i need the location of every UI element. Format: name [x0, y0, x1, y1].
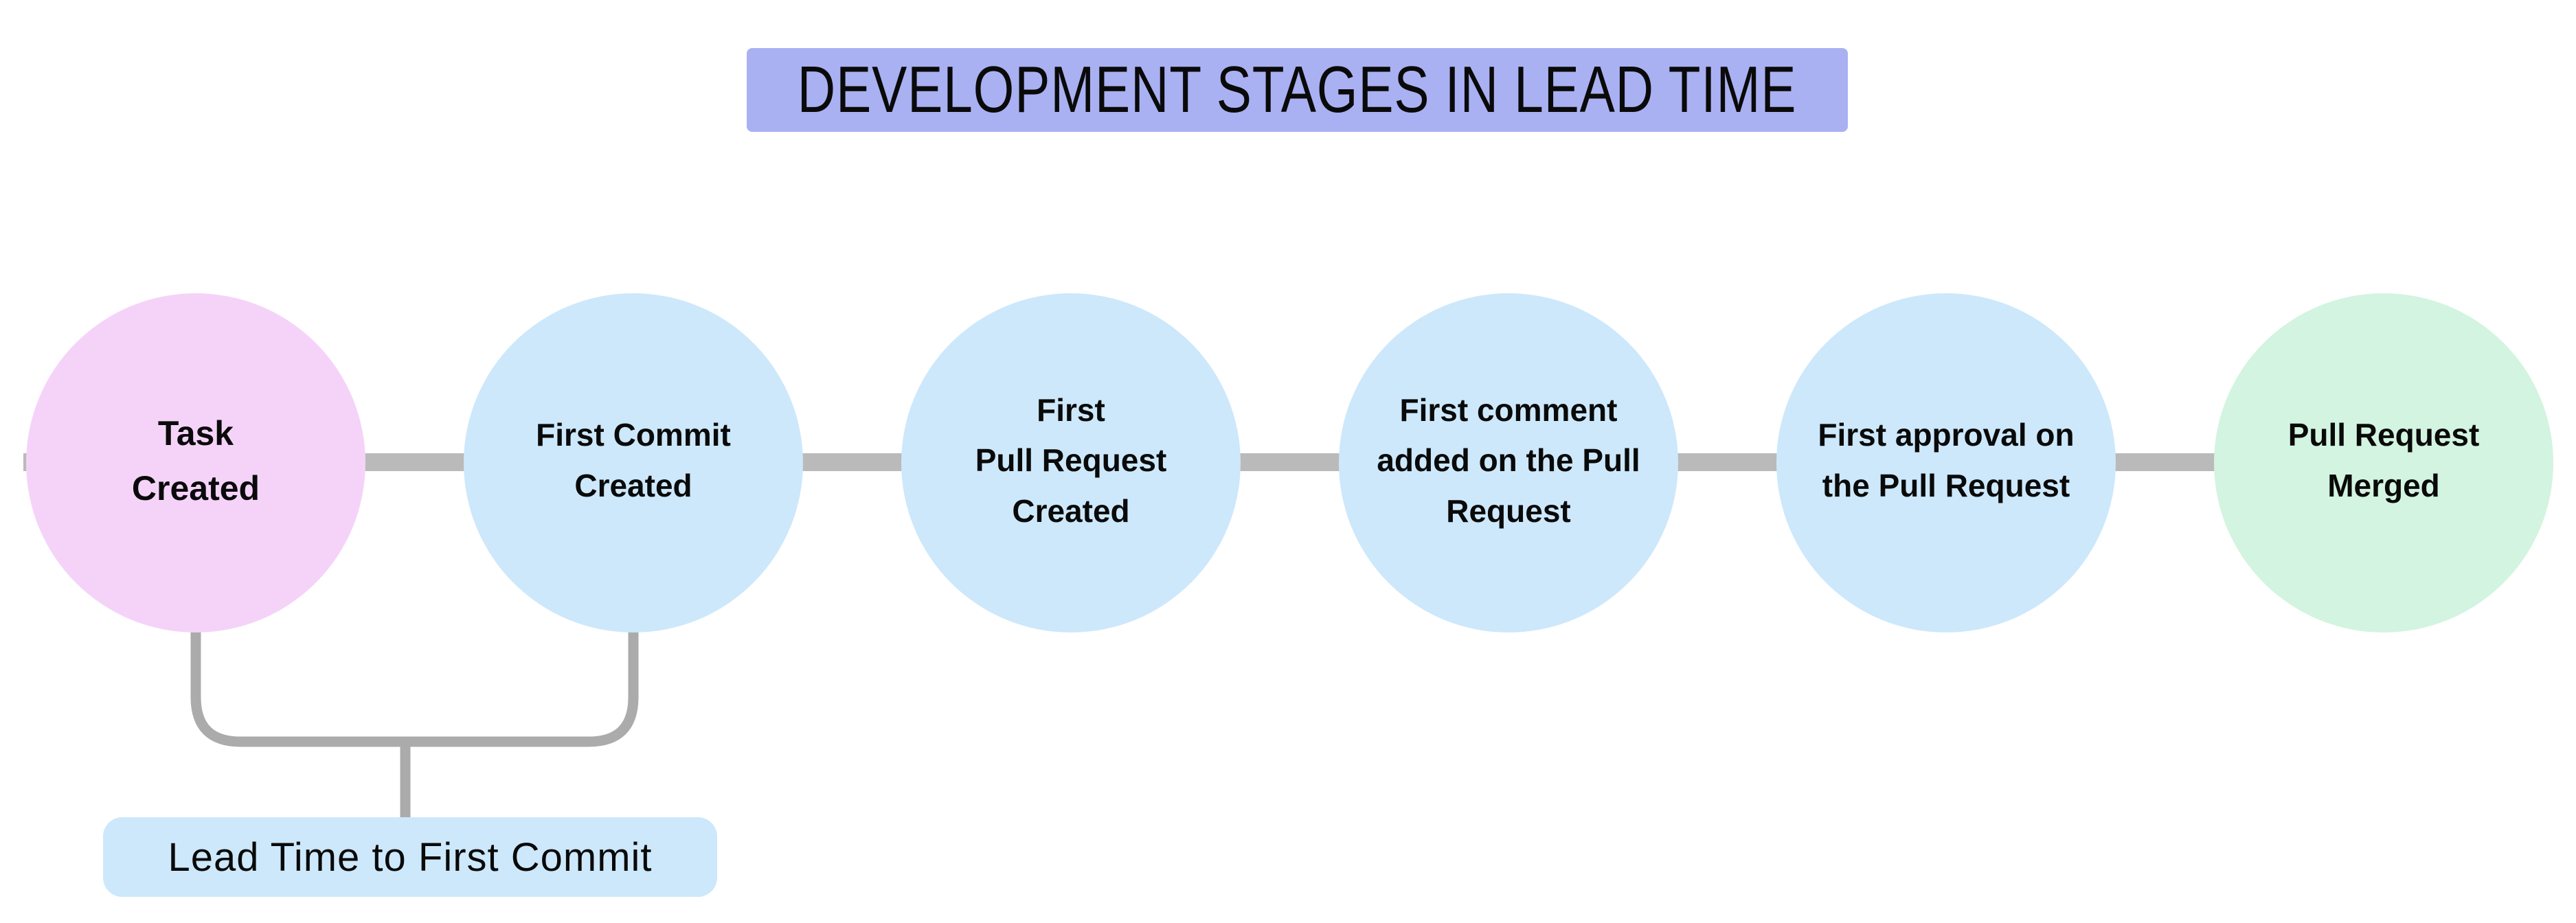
stage-node-task-created: Task Created: [26, 293, 365, 633]
stage-node-pull-request-merged: Pull Request Merged: [2214, 293, 2553, 633]
stage-node-first-comment-added: First comment added on the Pull Request: [1339, 293, 1678, 633]
stage-label: First comment added on the Pull Request: [1377, 391, 1640, 529]
lead-time-annotation-label: Lead Time to First Commit: [168, 834, 653, 880]
diagram-title-banner: DEVELOPMENT STAGES IN LEAD TIME: [747, 48, 1848, 132]
lead-time-annotation: Lead Time to First Commit: [103, 817, 717, 897]
stage-node-first-pull-request-created: First Pull Request Created: [901, 293, 1241, 633]
stage-label: First Pull Request Created: [975, 391, 1167, 529]
stage-label: Task Created: [131, 414, 260, 508]
stage-label: Pull Request Merged: [2287, 417, 2480, 503]
bracket-span-line: [190, 622, 639, 747]
stage-label: First approval on the Pull Request: [1818, 417, 2075, 503]
stage-label: First Commit Created: [536, 417, 731, 503]
stage-node-first-commit-created: First Commit Created: [464, 293, 803, 633]
stage-node-first-approval: First approval on the Pull Request: [1776, 293, 2116, 633]
diagram-title: DEVELOPMENT STAGES IN LEAD TIME: [798, 53, 1797, 126]
